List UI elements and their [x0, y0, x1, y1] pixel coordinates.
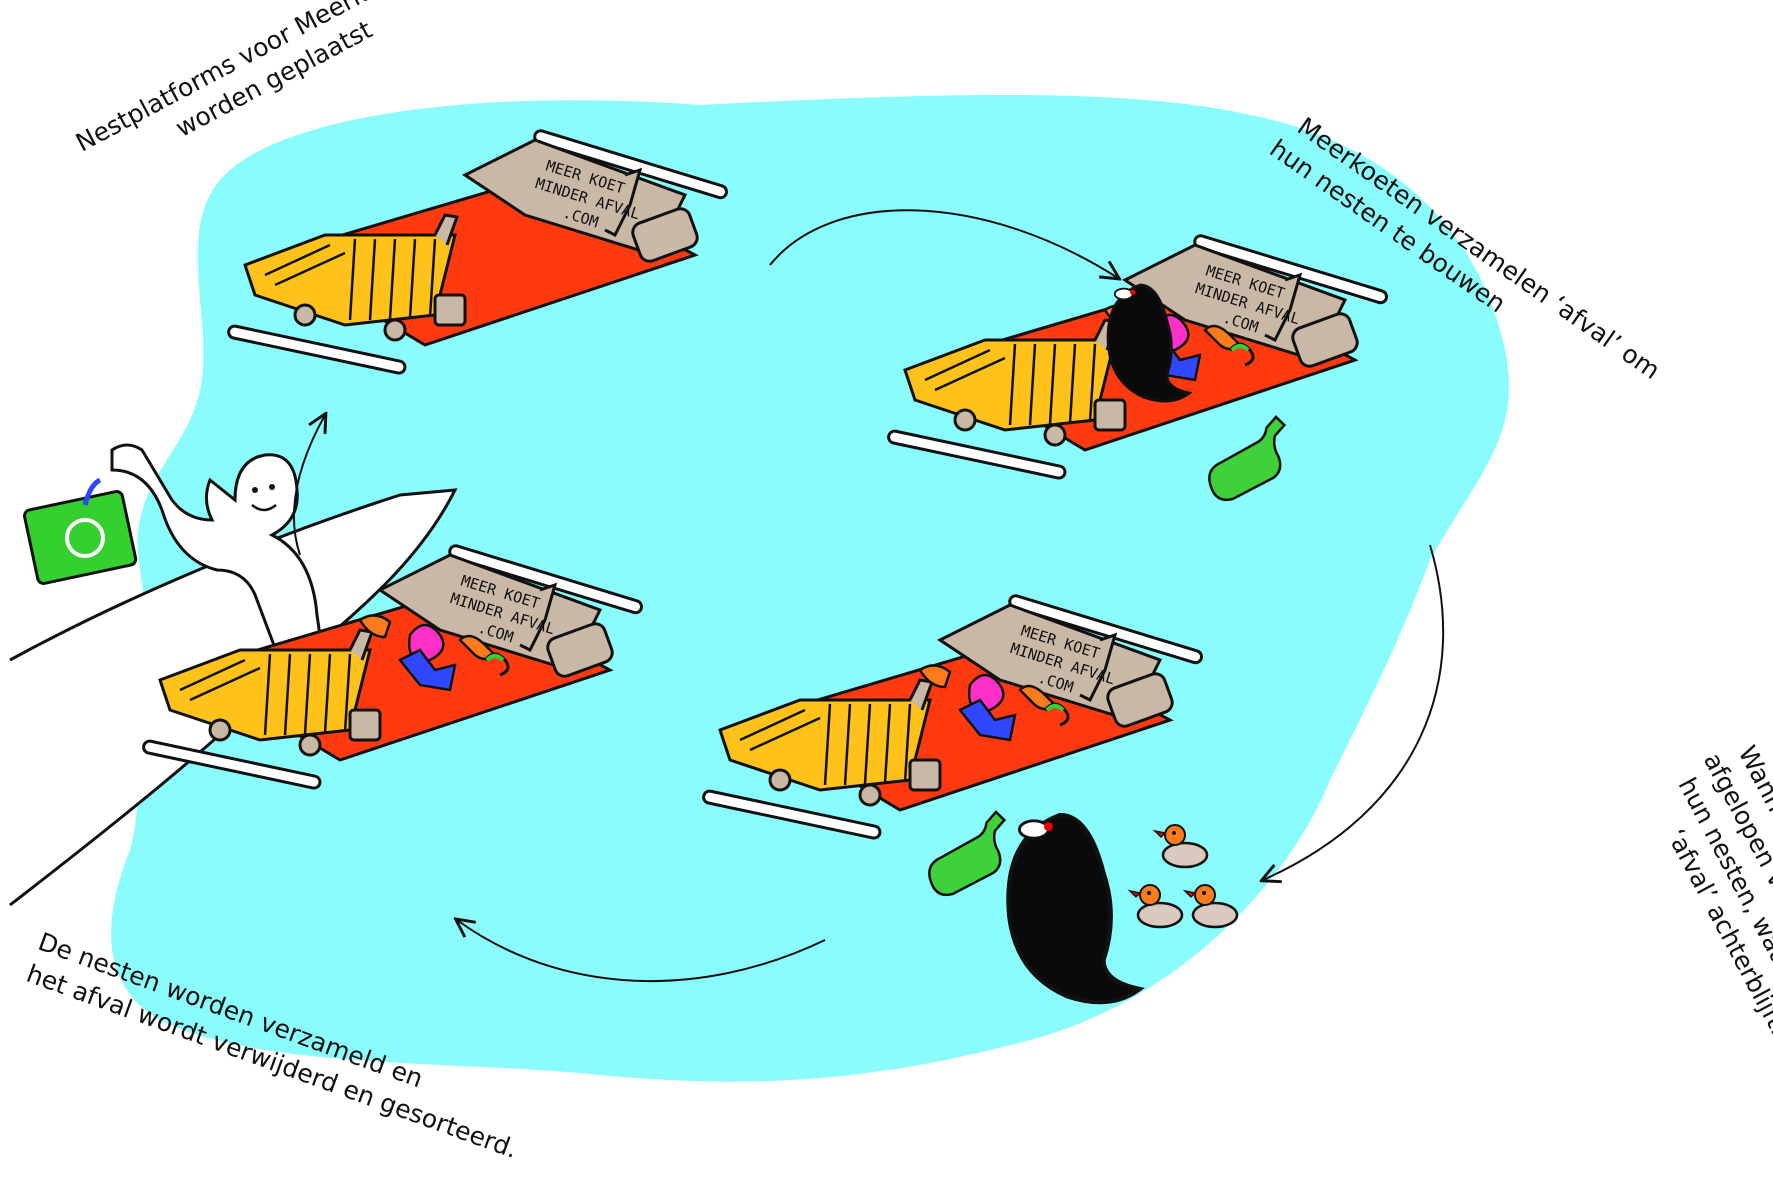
- nest-platform-2: MEER KOET MINDER AFVAL .COM: [886, 232, 1390, 481]
- cycle-arrow-icon: [457, 920, 826, 982]
- nest-platform-3: MEER KOET MINDER AFVAL .COM: [701, 592, 1205, 841]
- cycle-arrow-icon: [1263, 544, 1445, 880]
- nest-platform-4: MEER KOET MINDER AFVAL .COM: [141, 542, 645, 791]
- cycle-arrow-icon: [769, 209, 1118, 278]
- cycle-arrow-icon: [293, 415, 325, 556]
- recycle-bag-icon: [23, 477, 138, 585]
- nest-platform-1: MEER KOET MINDER AFVAL .COM: [226, 127, 730, 376]
